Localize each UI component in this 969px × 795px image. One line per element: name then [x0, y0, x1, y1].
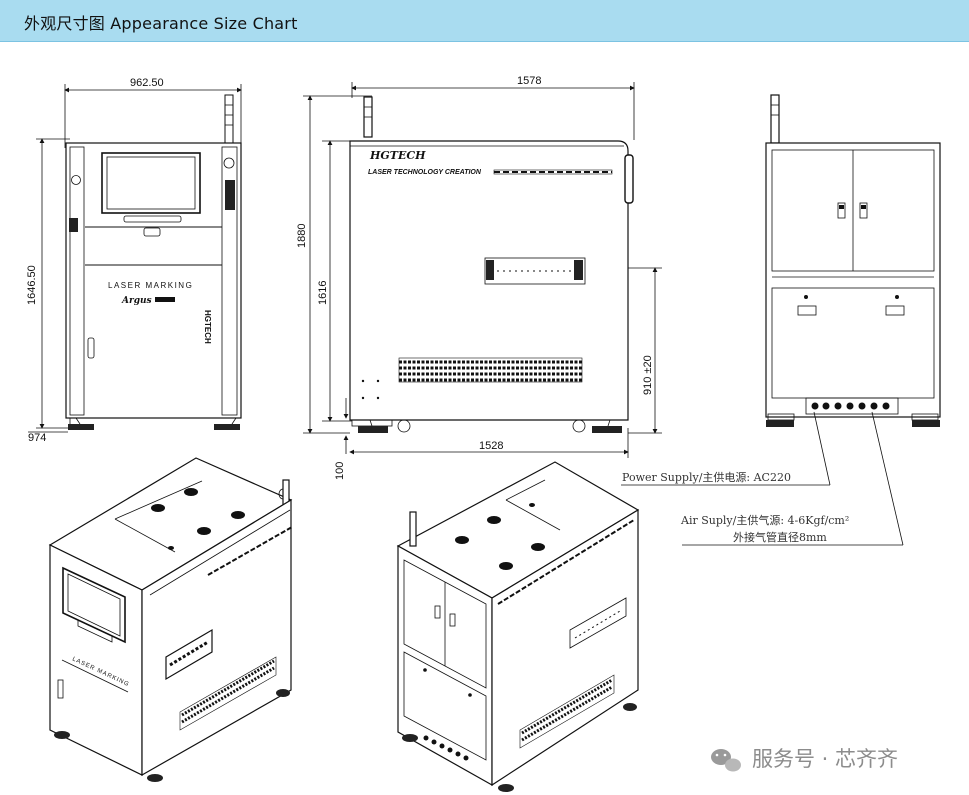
- power-supply-note: Power Supply/主供电源: AC220: [622, 470, 791, 484]
- iso-rear-vent: [519, 674, 615, 749]
- side-brand-logo: HGTECH: [369, 149, 426, 162]
- side-stripe: [493, 169, 613, 175]
- side-base-width-label: 1528: [479, 440, 503, 452]
- side-height-total-label: 1880: [296, 224, 308, 248]
- wechat-icon: [711, 749, 741, 772]
- side-tagline: LASER TECHNOLOGY CREATION: [368, 169, 482, 176]
- rear-view: [621, 94, 941, 546]
- front-side-brand: HGTECH: [203, 310, 212, 344]
- iso-slot: [165, 628, 213, 681]
- iso-view-front: LASER MARKING: [48, 457, 293, 782]
- side-height-body-label: 1616: [317, 281, 329, 305]
- air-supply-note: Air Suply/主供气源: 4-6Kgf/cm²: [680, 513, 849, 527]
- rear-connectors: [811, 402, 890, 410]
- watermark: 服务号 · 芯齐齐: [711, 747, 898, 772]
- watermark-text: 服务号 · 芯齐齐: [752, 747, 898, 771]
- side-wheel-height-label: 100: [334, 462, 346, 480]
- front-width-label: 962.50: [130, 77, 164, 89]
- page-title: 外观尺寸图 Appearance Size Chart: [24, 14, 298, 33]
- front-height-label: 1646.50: [26, 265, 38, 305]
- side-width-label: 1578: [517, 75, 541, 87]
- side-slot-height-label: 910 ±20: [642, 355, 654, 395]
- front-view: 962.50 1646.50 974 LASER MARKING Argus: [26, 77, 242, 444]
- side-view: 1578 1880 1616 100 1528 50-460 286 910 ±…: [296, 75, 662, 480]
- front-model-logo: Argus: [121, 296, 152, 306]
- iso-vent: [179, 656, 277, 731]
- side-vent: [398, 357, 583, 383]
- iso-view-rear: [396, 461, 640, 792]
- title-bar: 外观尺寸图 Appearance Size Chart: [0, 0, 969, 42]
- front-laser-marking-logo: LASER MARKING: [108, 281, 193, 290]
- air-pipe-note: 外接气管直径8mm: [733, 530, 827, 544]
- front-foot-label: 974: [28, 432, 46, 444]
- iso-rear-connectors: [423, 735, 469, 761]
